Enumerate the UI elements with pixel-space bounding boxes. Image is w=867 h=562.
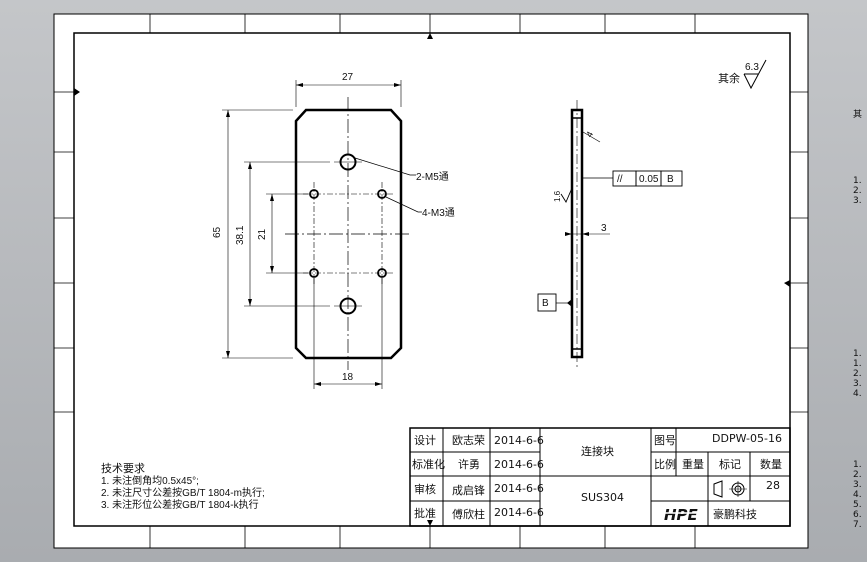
edge-text-top: 其	[853, 110, 863, 120]
thickness-dim: 3	[601, 223, 607, 234]
material: SUS304	[581, 491, 624, 504]
tb-label: 设计	[414, 434, 436, 447]
m3-hole	[377, 268, 387, 278]
company-name: 豪鹏科技	[713, 507, 757, 521]
paper-sheet	[53, 13, 809, 549]
m5-hole-bottom	[339, 297, 357, 315]
edge-list-3: 1.2.3.4.5.6.7.	[853, 460, 862, 530]
tb-date: 2014-6-6	[494, 506, 544, 519]
weight-label: 重量	[682, 457, 704, 471]
surface-note-label: 其余	[718, 71, 740, 85]
roughness-symbol	[743, 59, 767, 90]
dim-height: 65	[212, 226, 223, 238]
chamfer-label: 4	[584, 130, 595, 139]
tb-name: 傅欣柱	[452, 507, 485, 521]
front-view	[222, 80, 422, 389]
dim-hole-spacing-inner: 21	[257, 228, 268, 240]
m3-hole	[309, 189, 319, 199]
tech-line: 1. 未注倒角均0.5x45°;	[101, 474, 199, 487]
zone-ticks	[54, 14, 808, 548]
plate-outline	[294, 108, 403, 360]
tb-date: 2014-6-6	[494, 458, 544, 471]
roughness-value: 6.3	[745, 62, 759, 73]
callout-big-holes: 2-M5通	[416, 171, 449, 183]
part-name: 连接块	[581, 445, 614, 458]
zone-arrows	[74, 33, 790, 526]
dim-width: 27	[342, 72, 354, 83]
qty-label: 数量	[760, 458, 782, 471]
tech-line: 3. 未注形位公差按GB/T 1804-k执行	[101, 498, 259, 511]
scale-label: 比例	[654, 457, 676, 471]
drawing-no-label: 图号	[654, 434, 676, 447]
tolerance-symbol: //	[617, 174, 623, 185]
dim-hole-spacing-outer: 38.1	[235, 225, 246, 245]
svg-text:HPE: HPE	[664, 506, 699, 524]
drawing-no: DDPW-05-16	[712, 432, 782, 445]
tb-label: 标准化	[412, 457, 445, 471]
callout-small-holes: 4-M3通	[422, 207, 455, 219]
tb-name: 成启锋	[452, 484, 485, 497]
qty-value: 28	[766, 479, 780, 492]
tb-name: 欧志荣	[452, 434, 485, 447]
title-block	[409, 427, 791, 527]
tb-date: 2014-6-6	[494, 482, 544, 495]
tolerance-datum: B	[667, 174, 674, 185]
roughness-small: 1.6	[553, 190, 562, 202]
side-view	[537, 100, 683, 368]
projection-symbol-icon	[713, 480, 747, 498]
dim-bottom-width: 18	[342, 372, 354, 383]
m5-hole-top	[339, 153, 357, 171]
tb-name: 许勇	[458, 458, 480, 471]
tb-label: 批准	[414, 506, 436, 520]
company-logo: HPE	[663, 506, 703, 524]
m3-hole	[309, 268, 319, 278]
m3-hole	[377, 189, 387, 199]
edge-list-2: 1.1.2.3.4.	[853, 349, 862, 399]
tb-label: 审核	[414, 482, 436, 496]
tb-date: 2014-6-6	[494, 434, 544, 447]
edge-list-1: 1.2.3.	[853, 176, 862, 206]
tech-title: 技术要求	[101, 462, 145, 475]
datum-label: B	[542, 298, 549, 309]
tolerance-value: 0.05	[639, 174, 659, 185]
tech-line: 2. 未注尺寸公差按GB/T 1804-m执行;	[101, 486, 265, 499]
mark-label: 标记	[719, 457, 741, 471]
